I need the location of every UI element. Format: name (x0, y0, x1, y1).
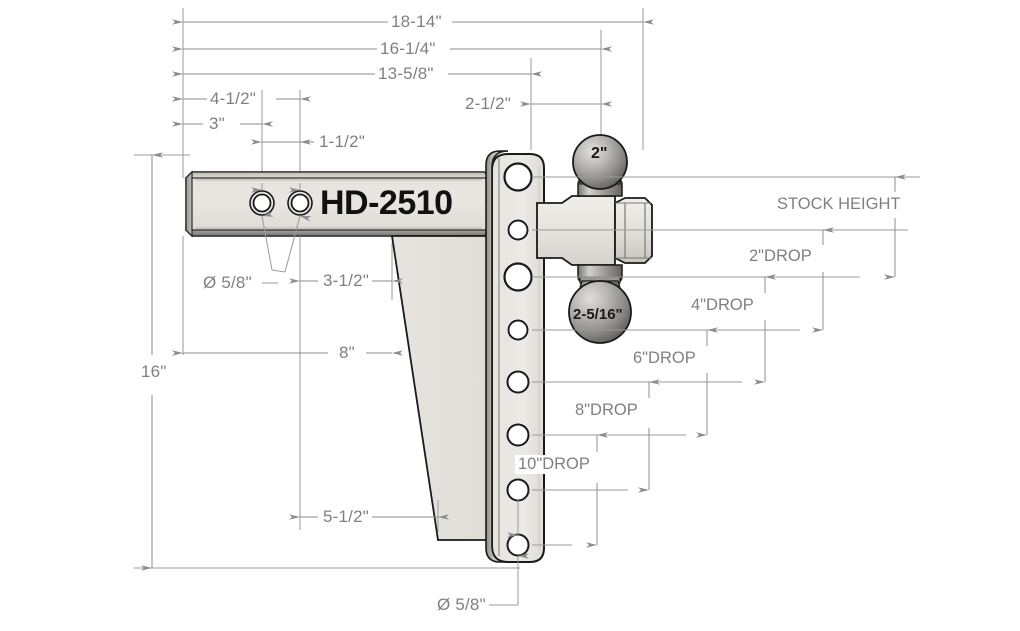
drop-2-label: 2"DROP (746, 247, 815, 266)
drop-dimension-lines (532, 176, 920, 546)
ball-upper-size-label: 2" (591, 145, 608, 162)
drop-8-label: 8"DROP (572, 401, 641, 420)
shank-holes (249, 190, 313, 216)
dim-1-1-2-label: 1-1/2" (316, 132, 368, 151)
hole-leader-lines (251, 183, 312, 284)
drop-dimension-arrows (586, 174, 906, 548)
dim-13-5-8-label: 13-5/8" (375, 64, 437, 83)
dim-8-label: 8" (336, 343, 358, 362)
part-number-label: HD-2510 (320, 184, 453, 222)
dim-16-height-label: 16" (138, 362, 170, 381)
hitch-ball-upper (572, 134, 628, 197)
hole-callout-bottom-label: Ø 5/8" (434, 595, 489, 614)
gusset-plate (390, 235, 493, 541)
dim-18-14-label: 18-14" (388, 12, 445, 31)
hole-callout-top-label: Ø 5/8" (200, 273, 255, 292)
dim-3-1-2-label: 3-1/2" (320, 271, 372, 290)
dim-4-1-2-label: 4-1/2" (207, 89, 259, 108)
drop-bar-holes (503, 162, 533, 557)
dim-3-label: 3" (206, 114, 228, 133)
dimension-lines-lower-left (172, 236, 449, 532)
drop-4-label: 4"DROP (688, 296, 757, 315)
dimension-lines-left-vertical (134, 152, 520, 571)
drop-6-label: 6"DROP (630, 349, 699, 368)
dim-16-1-4-label: 16-1/4" (377, 39, 439, 58)
stock-height-label: STOCK HEIGHT (774, 195, 904, 214)
dim-2-1-2-label: 2-1/2" (462, 94, 514, 113)
dimension-lines-horizontal (172, 8, 654, 190)
drop-10-label: 10"DROP (515, 455, 593, 474)
ball-lower-size-label: 2-5/16" (573, 306, 623, 323)
dim-5-1-2-label: 5-1/2" (320, 507, 372, 526)
hitch-ball-lower (568, 264, 632, 344)
